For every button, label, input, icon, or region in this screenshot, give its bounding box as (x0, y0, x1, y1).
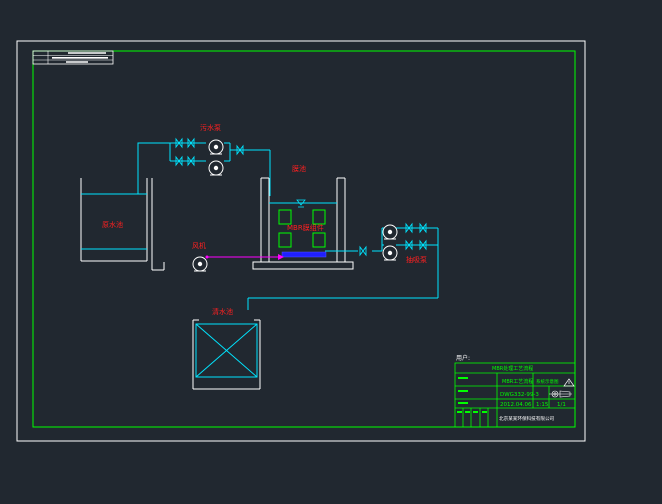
title-block-sheet: 1/1 (557, 402, 566, 408)
projection-symbol-icon (549, 390, 572, 398)
blower (192, 256, 208, 272)
air-supply-line (205, 254, 284, 260)
feed-pump-label: 污水泵 (200, 123, 221, 132)
outer-sheet-border (16, 40, 586, 442)
warning-triangle-icon (563, 378, 575, 387)
inner-drawing-frame (32, 50, 576, 428)
suction-pump-valves (359, 222, 427, 257)
title-block-scale: 1:15 (536, 402, 549, 408)
title-block-drawing-no: DWG332-99-3 (500, 392, 539, 398)
title-block-date: 2012.04.06 (500, 402, 532, 408)
raw-tank-label: 原水池 (102, 220, 123, 229)
suction-pump-piping (247, 227, 439, 310)
aeration-diffuser (281, 251, 327, 258)
suction-pump-2 (382, 245, 398, 261)
membrane-module (278, 209, 326, 248)
title-block-scheme: 系统示意图 (536, 378, 559, 385)
clear-tank-label: 清水池 (212, 307, 233, 316)
title-block-signature-marks (457, 377, 487, 413)
title-block (454, 362, 576, 428)
feed-pump-2 (208, 160, 224, 176)
suction-pump-1 (382, 224, 398, 240)
title-block-company: 北京某某环保科技有限公司 (499, 415, 555, 422)
feed-pump-1 (208, 139, 224, 155)
membrane-module-label: MBR膜组件 (287, 223, 324, 232)
feed-pump-valves (175, 137, 244, 167)
corner-reference-block (32, 50, 114, 65)
feed-pump-piping (137, 142, 271, 196)
mbr-membrane-tank: 膜池 (252, 164, 354, 270)
raw-water-tank: 原水池 (80, 178, 165, 271)
suction-pump-label: 抽吸泵 (406, 255, 427, 264)
title-block-drawing-name: MBR工艺流程 (502, 378, 533, 385)
title-block-project: MBR处理工艺流程 (492, 365, 533, 372)
title-block-user: 用户: (456, 354, 470, 362)
clear-water-tank: 清水池 (192, 307, 261, 390)
blower-label: 风机 (192, 241, 206, 250)
mbr-tank-label: 膜池 (292, 164, 306, 173)
